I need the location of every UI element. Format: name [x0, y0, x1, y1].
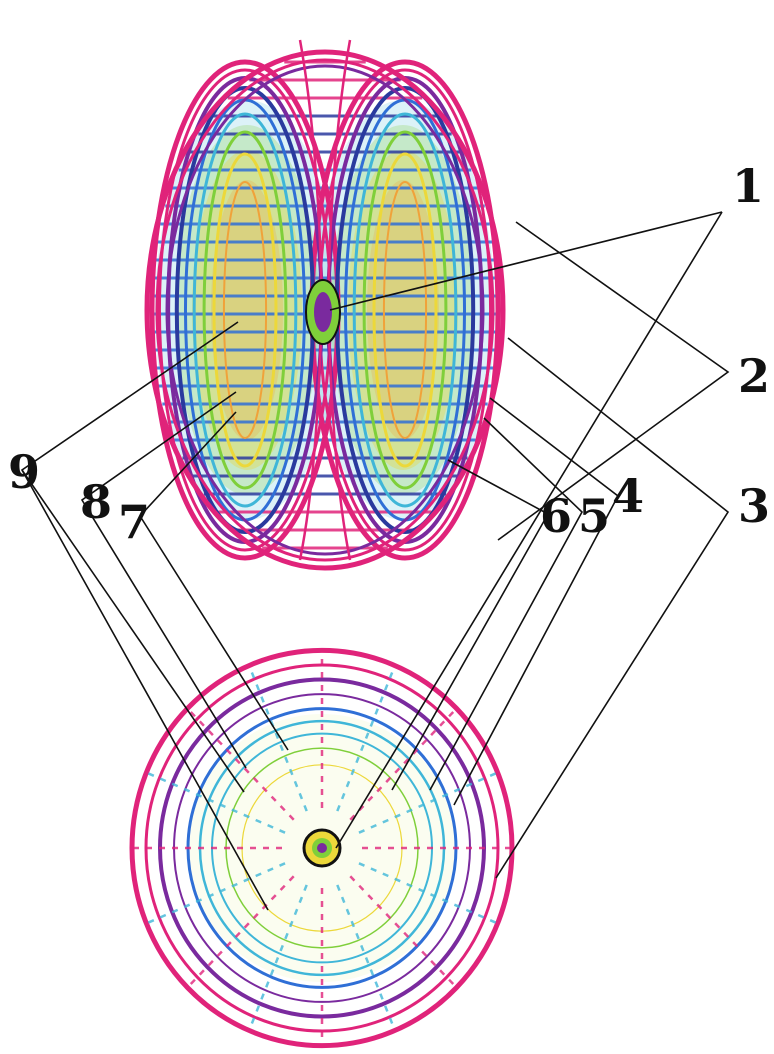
- label-8: 8: [80, 475, 112, 529]
- label-9: 9: [8, 445, 40, 499]
- label-5: 5: [578, 489, 610, 543]
- label-4: 4: [612, 469, 644, 523]
- leader-3: [496, 338, 728, 878]
- core-inner: [314, 292, 332, 332]
- label-2: 2: [738, 349, 770, 403]
- disc-core-inner: [317, 843, 327, 853]
- torus-side-view: [147, 40, 503, 568]
- label-1: 1: [732, 159, 764, 213]
- label-7: 7: [118, 495, 150, 549]
- label-3: 3: [738, 479, 770, 533]
- right-lobe-fill-3: [367, 180, 439, 440]
- torus-top-view: [132, 650, 512, 1045]
- label-6: 6: [540, 489, 572, 543]
